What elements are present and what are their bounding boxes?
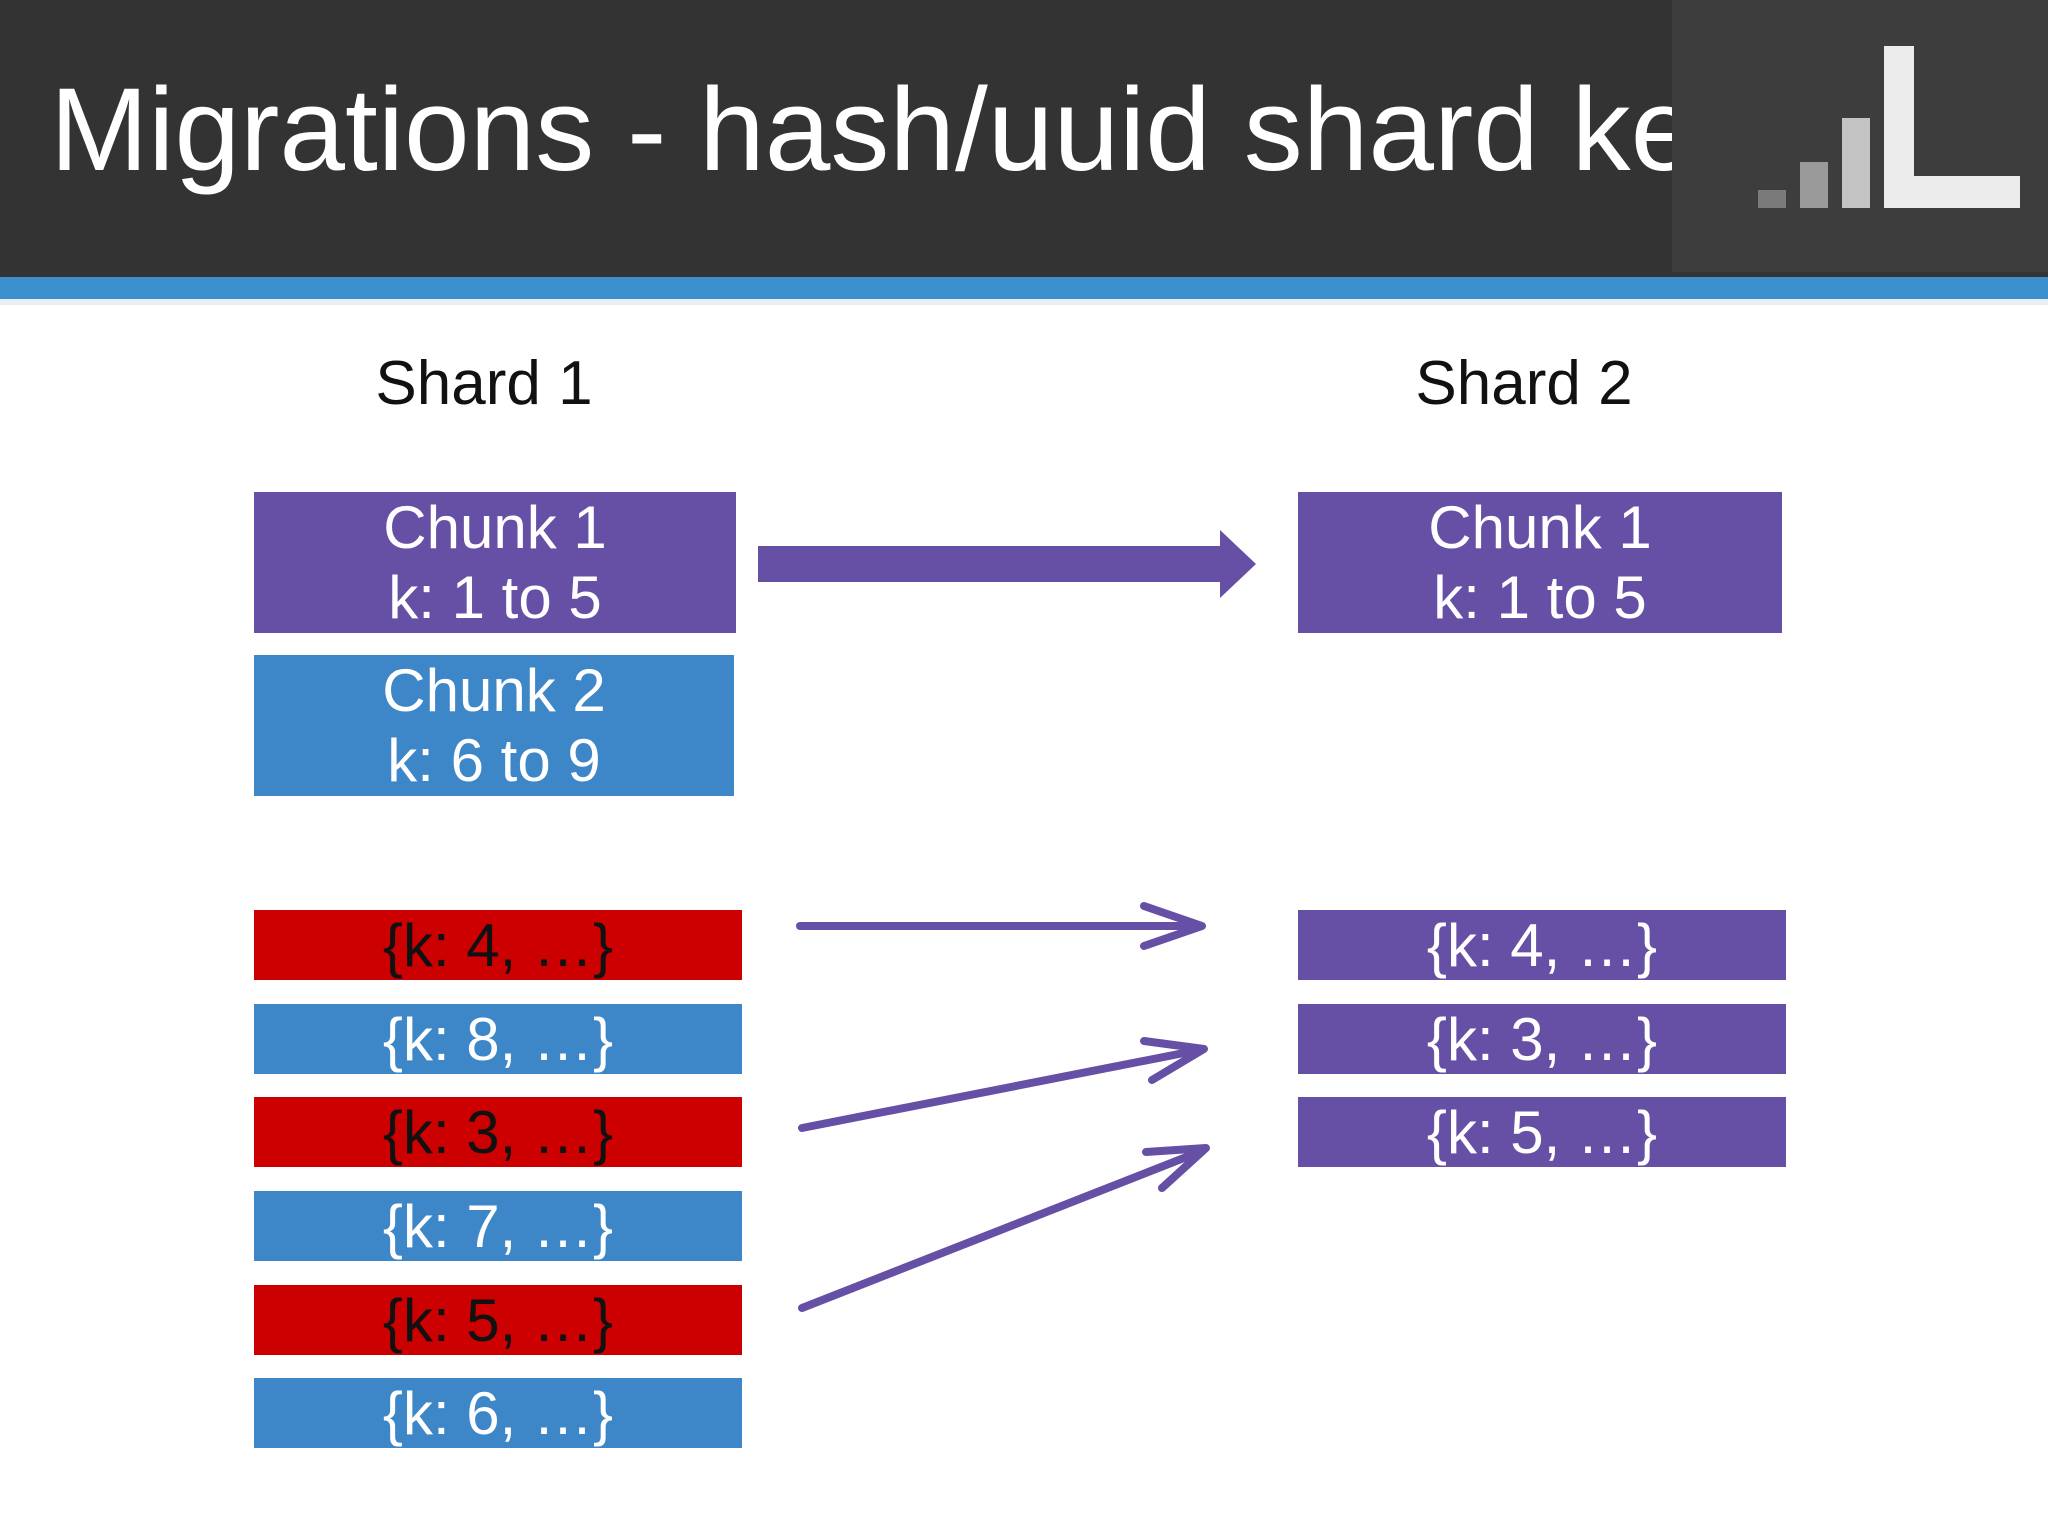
shard1-document: {k: 4, …} — [254, 910, 742, 980]
document-copy-arrow — [798, 1144, 1210, 1312]
shard2-document: {k: 3, …} — [1298, 1004, 1786, 1074]
shard2-document: {k: 5, …} — [1298, 1097, 1786, 1167]
shard1-chunk-1: Chunk 1 k: 1 to 5 — [254, 492, 736, 633]
chunk-name: Chunk 1 — [1428, 493, 1652, 561]
shard1-chunk-2: Chunk 2 k: 6 to 9 — [254, 655, 734, 796]
document-copy-arrow — [796, 902, 1206, 950]
shard1-document: {k: 8, …} — [254, 1004, 742, 1074]
shard2-chunk-1: Chunk 1 k: 1 to 5 — [1298, 492, 1782, 633]
logo-panel — [1672, 0, 2048, 272]
shard1-document: {k: 6, …} — [254, 1378, 742, 1448]
shard1-document: {k: 3, …} — [254, 1097, 742, 1167]
shard1-document: {k: 5, …} — [254, 1285, 742, 1355]
accent-bar — [0, 277, 2048, 299]
chunk-range: k: 1 to 5 — [388, 563, 602, 631]
document-copy-arrow — [798, 1037, 1208, 1132]
accent-bar-shadow — [0, 299, 2048, 305]
chunk-name: Chunk 1 — [383, 493, 607, 561]
chunk-range: k: 1 to 5 — [1433, 563, 1647, 631]
chunk-name: Chunk 2 — [382, 656, 606, 724]
shard-2-label: Shard 2 — [1415, 349, 1633, 418]
shard-1-label: Shard 1 — [375, 349, 593, 418]
shard2-document: {k: 4, …} — [1298, 910, 1786, 980]
chunk-migration-arrow — [758, 530, 1256, 598]
chunk-range: k: 6 to 9 — [387, 726, 601, 794]
slide-title: Migrations - hash/uuid shard key — [50, 64, 1756, 196]
shard1-document: {k: 7, …} — [254, 1191, 742, 1261]
